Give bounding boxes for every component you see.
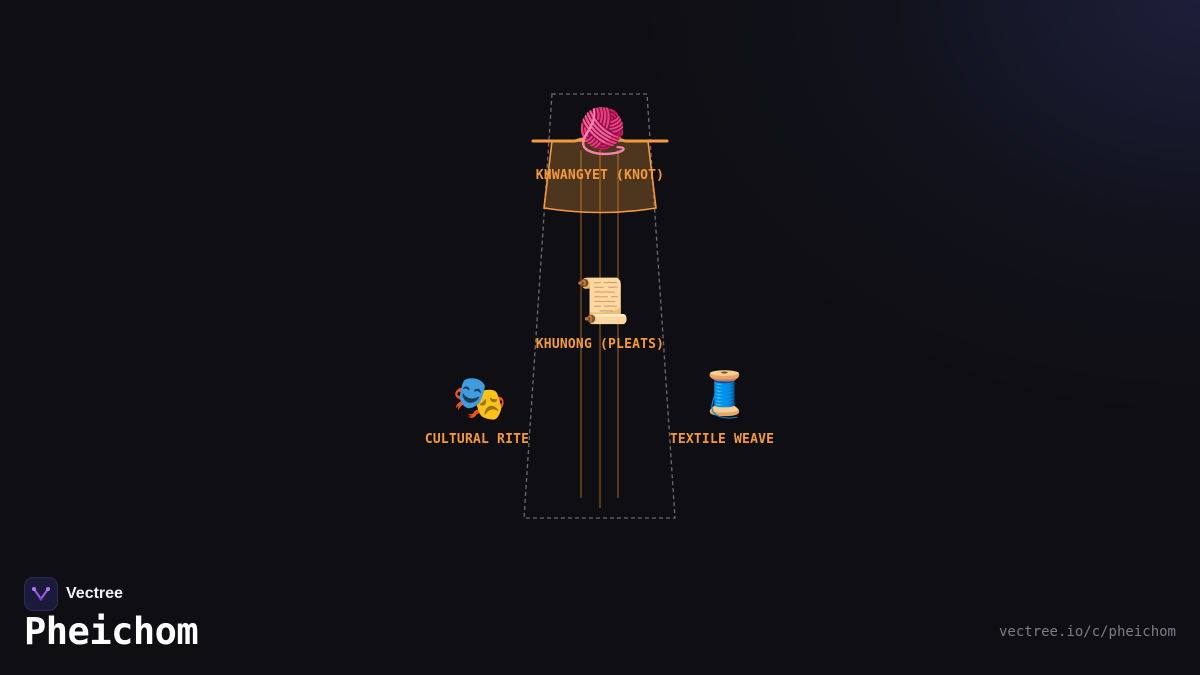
garment-outline <box>523 93 676 519</box>
node-label-rite: CULTURAL RITE <box>424 432 530 447</box>
brand-name: Vectree <box>66 585 123 602</box>
page-title: Pheichom <box>24 610 199 653</box>
node-label-weave: TEXTILE WEAVE <box>669 432 775 447</box>
thread-spool-icon: 🧵 <box>697 369 752 420</box>
knot-band <box>543 140 657 214</box>
brand: Vectree <box>24 577 123 611</box>
node-label-knot: KHWANGYET (KNOT) <box>535 168 665 183</box>
scroll-icon: 📜 <box>575 276 630 327</box>
yarn-icon: 🧶 <box>575 106 630 157</box>
vectree-logo-icon <box>24 577 58 611</box>
waist-line <box>531 135 669 143</box>
source-url[interactable]: vectree.io/c/pheichom <box>998 624 1176 640</box>
node-label-pleats: KHUNONG (PLEATS) <box>535 337 665 352</box>
performing-arts-icon: 🎭 <box>452 373 507 424</box>
